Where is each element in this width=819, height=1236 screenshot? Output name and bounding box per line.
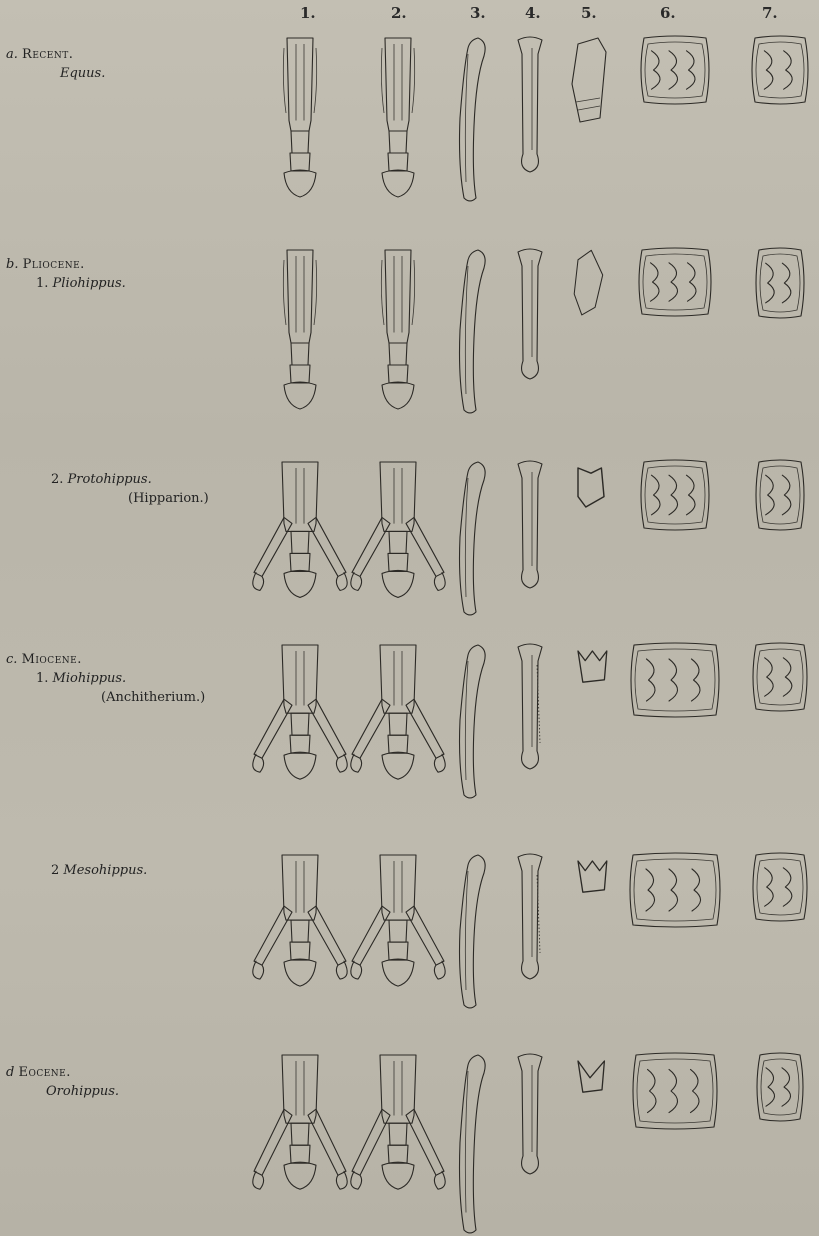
miohippus-radius-bone — [460, 645, 486, 798]
orohippus-radius-bone — [460, 1055, 486, 1233]
equus-lower-molar — [752, 36, 808, 104]
pliohippus-upper-molar — [639, 248, 711, 316]
mesohippus-lower-molar — [753, 853, 807, 921]
pliohippus-forefoot — [283, 250, 316, 409]
equus-tibia-bone — [518, 37, 542, 172]
equus-radius-bone — [460, 38, 486, 201]
mesohippus-upper-molar — [630, 853, 720, 927]
protohippus-lower-molar — [756, 460, 804, 530]
mesohippus-tibia-bone — [518, 854, 542, 979]
protohippus-tibia-bone — [518, 461, 542, 588]
protohippus-forefoot — [253, 462, 347, 597]
equus-forefoot — [283, 38, 316, 197]
miohippus-forefoot — [253, 645, 347, 779]
miohippus-tibia-bone — [518, 644, 542, 769]
equus-tooth-profile — [572, 38, 606, 122]
orohippus-hindfoot — [351, 1055, 445, 1189]
orohippus-forefoot — [253, 1055, 347, 1189]
orohippus-tibia-bone — [518, 1054, 542, 1174]
miohippus-tooth-profile — [578, 651, 607, 682]
miohippus-hindfoot — [351, 645, 445, 779]
protohippus-upper-molar — [641, 460, 709, 530]
pliohippus-tibia-bone — [518, 249, 542, 379]
orohippus-lower-molar — [757, 1053, 803, 1121]
orohippus-tooth-profile — [578, 1061, 604, 1092]
protohippus-hindfoot — [351, 462, 445, 597]
mesohippus-radius-bone — [460, 855, 486, 1008]
pliohippus-radius-bone — [460, 250, 486, 413]
mesohippus-hindfoot — [351, 855, 445, 986]
protohippus-tooth-profile — [578, 468, 604, 507]
pliohippus-lower-molar — [756, 248, 804, 318]
orohippus-upper-molar — [633, 1053, 717, 1129]
protohippus-radius-bone — [460, 462, 486, 615]
mesohippus-tooth-profile — [578, 861, 607, 892]
pliohippus-hindfoot — [381, 250, 414, 409]
pliohippus-tooth-profile — [574, 250, 603, 315]
equus-hindfoot — [381, 38, 414, 197]
miohippus-upper-molar — [631, 643, 719, 717]
mesohippus-forefoot — [253, 855, 347, 986]
miohippus-lower-molar — [753, 643, 807, 711]
equus-upper-molar — [641, 36, 709, 104]
